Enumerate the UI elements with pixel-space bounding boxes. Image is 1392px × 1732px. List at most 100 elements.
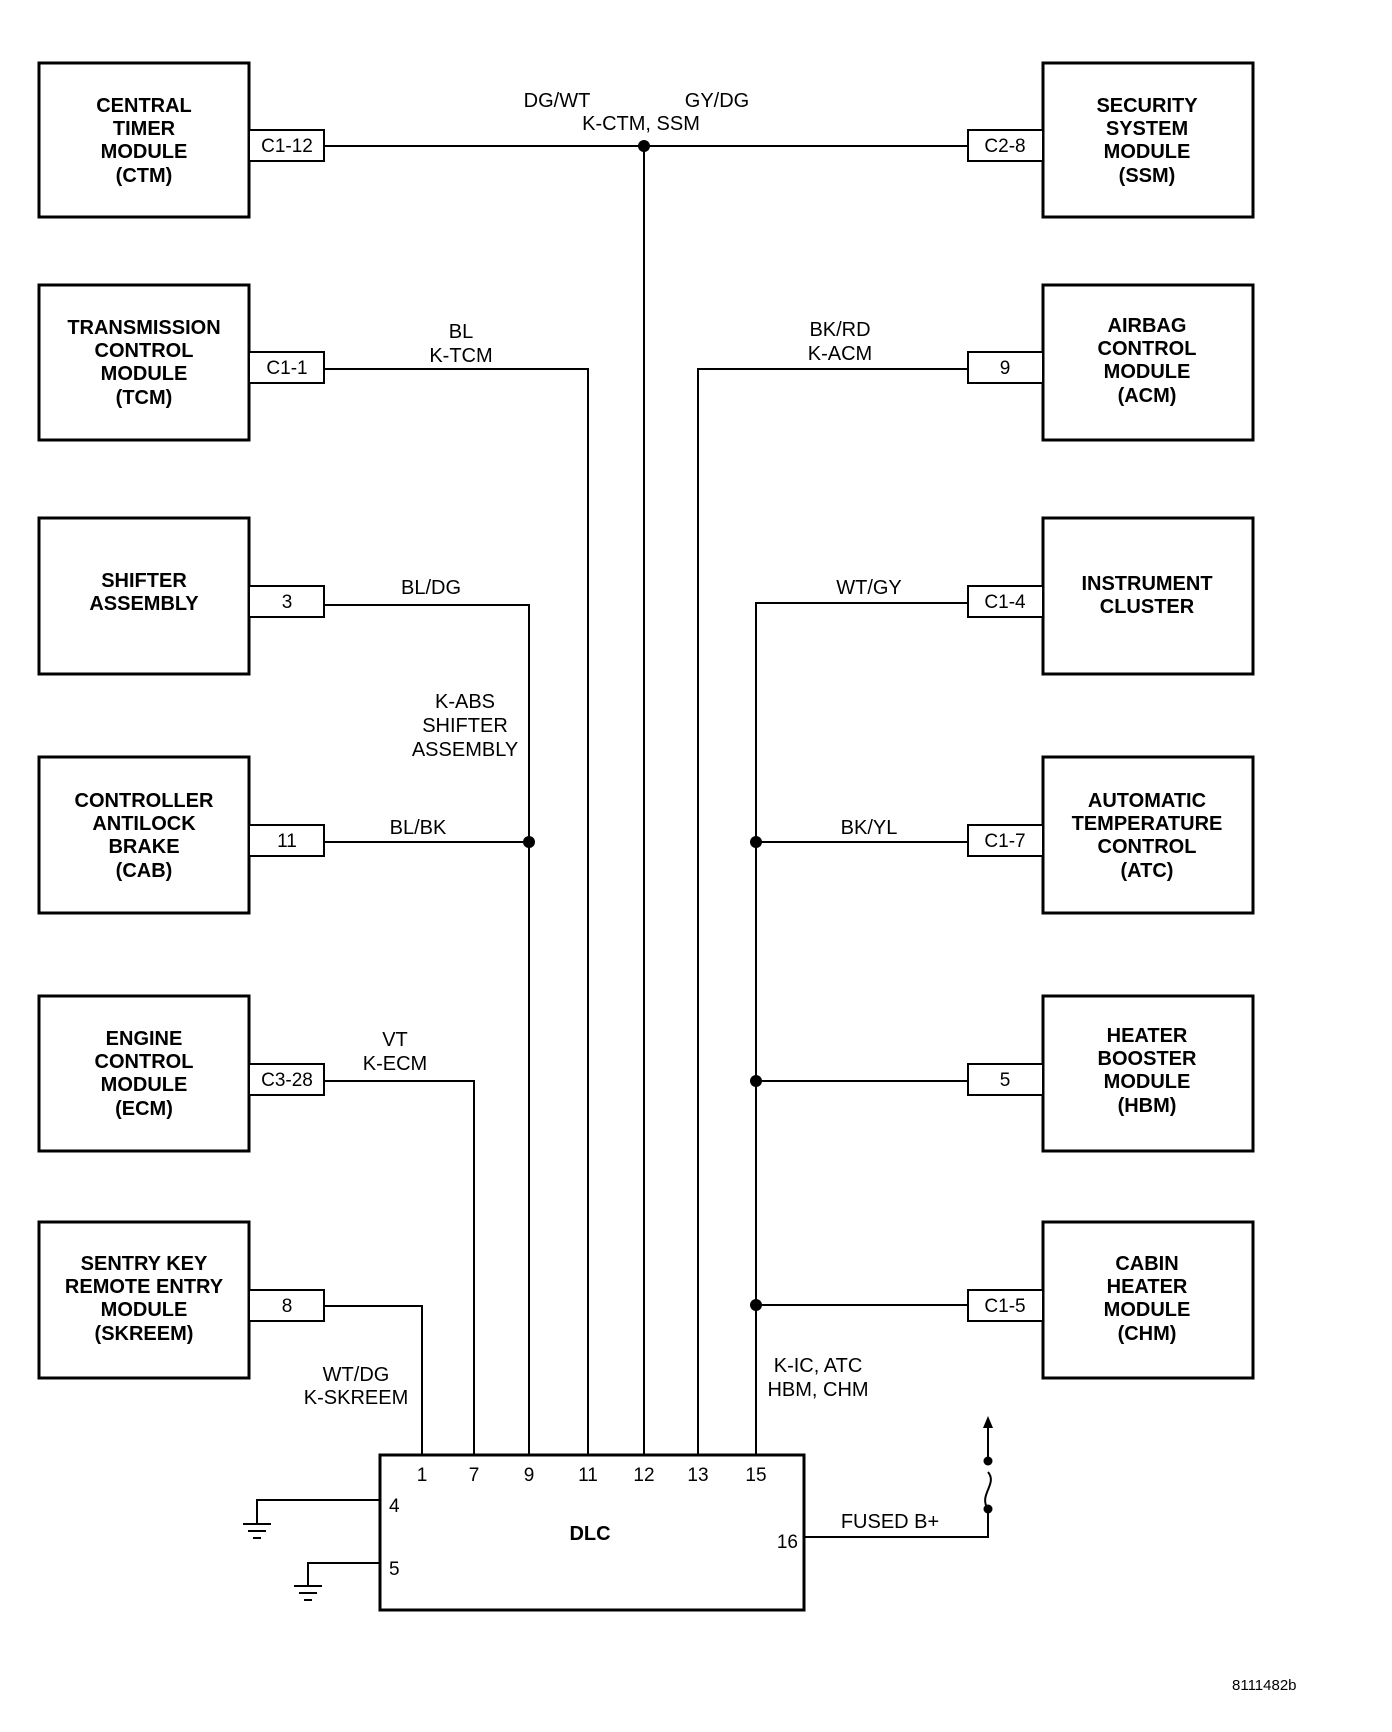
dlc-pin: 13: [687, 1465, 708, 1486]
dlc-pin: 16: [777, 1532, 798, 1553]
wire-shifter: [324, 604, 530, 1455]
module-label: ASSEMBLY: [89, 593, 199, 615]
wire-color-label: WT/DG: [323, 1364, 390, 1386]
module-label: AIRBAG: [1108, 315, 1187, 337]
wire-color-label: GY/DG: [685, 90, 749, 112]
wire-ic: [755, 602, 968, 1455]
splice-dot: [750, 1299, 762, 1311]
module-label: SYSTEM: [1106, 118, 1188, 140]
connector-pin: 11: [277, 831, 297, 852]
fuse-icon: [983, 1416, 993, 1514]
module-label: (CTM): [116, 165, 173, 187]
figure-code: 8111482b: [1232, 1677, 1297, 1694]
module-label: MODULE: [1104, 1299, 1191, 1321]
splice-dot: [750, 1075, 762, 1087]
module-label: (CHM): [1118, 1323, 1177, 1345]
module-ecm: ENGINE CONTROL MODULE (ECM) C3-28: [37, 994, 325, 1153]
dlc-connector: DLC 1 7 9 11 12 13 15 4 5 16: [378, 1453, 806, 1612]
dlc-pin: 4: [389, 1496, 400, 1517]
splice-dot: [638, 140, 650, 152]
module-label: TRANSMISSION: [67, 317, 220, 339]
module-label: MODULE: [101, 1299, 188, 1321]
wire-tcm: [324, 368, 589, 1455]
connector-pin: C3-28: [261, 1070, 313, 1091]
wire-fused-b: [804, 1509, 989, 1538]
dlc-pin: 11: [578, 1465, 598, 1486]
dlc-pin: 9: [524, 1465, 535, 1486]
connector-pin: C1-1: [266, 358, 307, 379]
circuit-label: K-CTM, SSM: [582, 113, 700, 135]
connector-pin: C1-12: [261, 136, 313, 157]
dlc-pin: 7: [469, 1465, 480, 1486]
module-acm: AIRBAG CONTROL MODULE (ACM) 9: [967, 283, 1255, 442]
circuit-label: K-SKREEM: [304, 1387, 408, 1409]
connector-pin: C1-4: [984, 592, 1026, 613]
module-label: MODULE: [101, 141, 188, 163]
connector-pin: 3: [282, 592, 293, 613]
module-label: SENTRY KEY: [81, 1253, 208, 1275]
wire-acm: [697, 368, 968, 1455]
circuit-label: K-TCM: [429, 345, 492, 367]
connector-pin: 8: [282, 1296, 293, 1317]
module-label: AUTOMATIC: [1088, 790, 1206, 812]
circuit-label: K-ABS: [435, 691, 495, 713]
module-label: TIMER: [113, 118, 176, 140]
connector-pin: C2-8: [984, 136, 1025, 157]
dlc-label: DLC: [569, 1523, 610, 1545]
module-ic: INSTRUMENT CLUSTER C1-4: [967, 516, 1255, 676]
module-cab: CONTROLLER ANTILOCK BRAKE (CAB) 11: [37, 755, 325, 915]
module-label: CLUSTER: [1100, 596, 1195, 618]
module-label: CONTROL: [1098, 836, 1197, 858]
module-chm: CABIN HEATER MODULE (CHM) C1-5: [967, 1220, 1255, 1380]
module-label: CONTROL: [1098, 338, 1197, 360]
module-label: (CAB): [116, 860, 173, 882]
dlc-pin: 1: [417, 1465, 428, 1486]
module-label: MODULE: [1104, 141, 1191, 163]
splices: [523, 140, 762, 1311]
module-label: (ATC): [1121, 860, 1174, 882]
circuit-label: K-ACM: [808, 343, 872, 365]
module-label: (ACM): [1118, 385, 1177, 407]
wire-labels: DG/WT GY/DG K-CTM, SSM BL K-TCM BK/RD K-…: [304, 90, 939, 1533]
wire-skreem: [324, 1305, 423, 1455]
module-label: MODULE: [101, 1074, 188, 1096]
module-skreem: SENTRY KEY REMOTE ENTRY MODULE (SKREEM) …: [37, 1220, 325, 1380]
module-label: CONTROLLER: [75, 790, 214, 812]
wire-color-label: BL/BK: [390, 817, 447, 839]
wire-color-label: BK/RD: [809, 319, 870, 341]
module-label: MODULE: [1104, 361, 1191, 383]
wire-ecm: [324, 1080, 475, 1455]
module-label: CABIN: [1115, 1253, 1178, 1275]
module-label: (SKREEM): [95, 1323, 194, 1345]
module-label: ANTILOCK: [92, 813, 196, 835]
module-label: REMOTE ENTRY: [65, 1276, 224, 1298]
wire-color-label: DG/WT: [524, 90, 591, 112]
module-label: SECURITY: [1096, 95, 1198, 117]
connector-pin: 9: [1000, 358, 1011, 379]
module-atc: AUTOMATIC TEMPERATURE CONTROL (ATC) C1-7: [967, 755, 1255, 915]
module-label: CONTROL: [95, 340, 194, 362]
module-label: TEMPERATURE: [1072, 813, 1223, 835]
module-label: BOOSTER: [1098, 1048, 1197, 1070]
circuit-label: HBM, CHM: [767, 1379, 868, 1401]
module-label: (HBM): [1118, 1095, 1177, 1117]
circuit-label: K-IC, ATC: [774, 1355, 863, 1377]
module-label: CONTROL: [95, 1051, 194, 1073]
module-label: SHIFTER: [101, 570, 187, 592]
dlc-pin: 12: [633, 1465, 654, 1486]
module-label: MODULE: [101, 363, 188, 385]
module-label: HEATER: [1107, 1025, 1188, 1047]
module-ssm: SECURITY SYSTEM MODULE (SSM) C2-8: [967, 61, 1255, 219]
connector-pin: C1-7: [984, 831, 1025, 852]
wire-color-label: BK/YL: [841, 817, 898, 839]
dlc-pin: 5: [389, 1559, 400, 1580]
module-label: INSTRUMENT: [1081, 573, 1212, 595]
module-label: BRAKE: [108, 836, 179, 858]
circuit-label: K-ECM: [363, 1053, 427, 1075]
fused-b-label: FUSED B+: [841, 1511, 939, 1533]
wires: [256, 145, 989, 1586]
wire-color-label: BL: [449, 321, 473, 343]
wire-color-label: VT: [382, 1029, 408, 1051]
module-shifter: SHIFTER ASSEMBLY 3: [37, 516, 325, 676]
